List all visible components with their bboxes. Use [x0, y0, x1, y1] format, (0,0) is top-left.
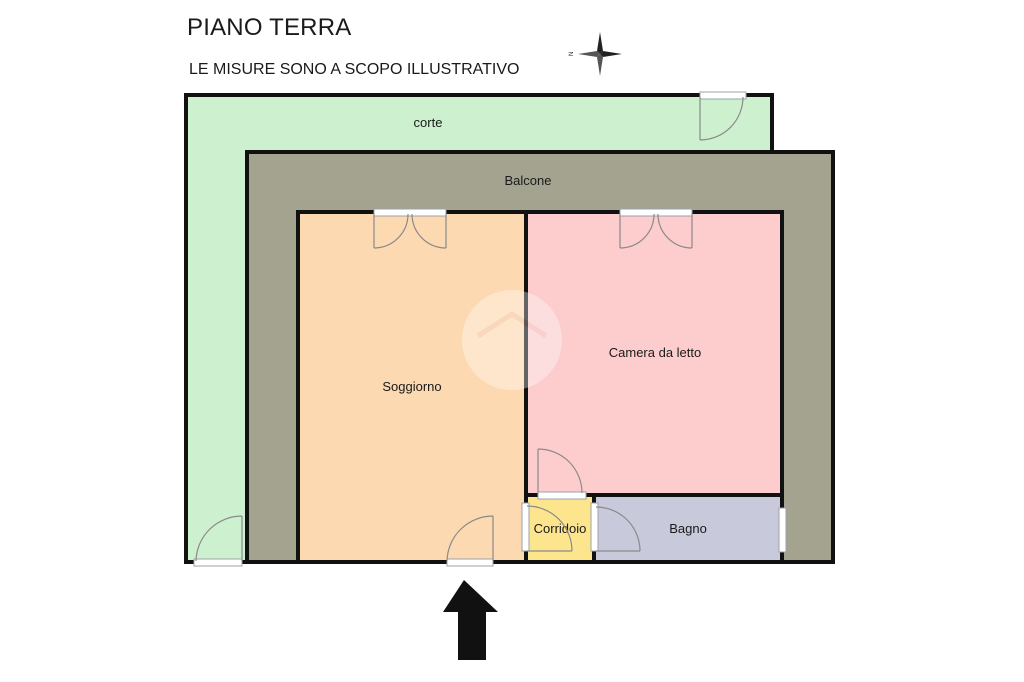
watermark-logo: [462, 290, 562, 390]
page-title: PIANO TERRA: [187, 14, 352, 41]
bagno-label: Bagno: [669, 521, 707, 536]
room-soggiorno: Soggiorno: [298, 212, 526, 562]
room-camera-da-letto: Camera da letto: [526, 212, 782, 495]
room-corridoio: Corridoio: [526, 495, 594, 562]
compass-rose-icon: N: [569, 32, 622, 76]
camera-fill: [526, 212, 782, 495]
entrance-arrow-icon: [443, 580, 498, 660]
balcone-label: Balcone: [505, 173, 552, 188]
soggiorno-fill: [298, 212, 526, 562]
room-bagno: Bagno: [594, 495, 782, 562]
corte-label: corte: [414, 115, 443, 130]
corridoio-label: Corridoio: [534, 521, 587, 536]
door-swings: [195, 96, 744, 562]
camera-label: Camera da letto: [609, 345, 702, 360]
compass-north-label: N: [569, 52, 575, 56]
openings: [193, 91, 787, 567]
corte-fill: [186, 95, 772, 562]
soggiorno-label: Soggiorno: [382, 379, 441, 394]
page-subtitle: LE MISURE SONO A SCOPO ILLUSTRATIVO: [189, 61, 520, 78]
